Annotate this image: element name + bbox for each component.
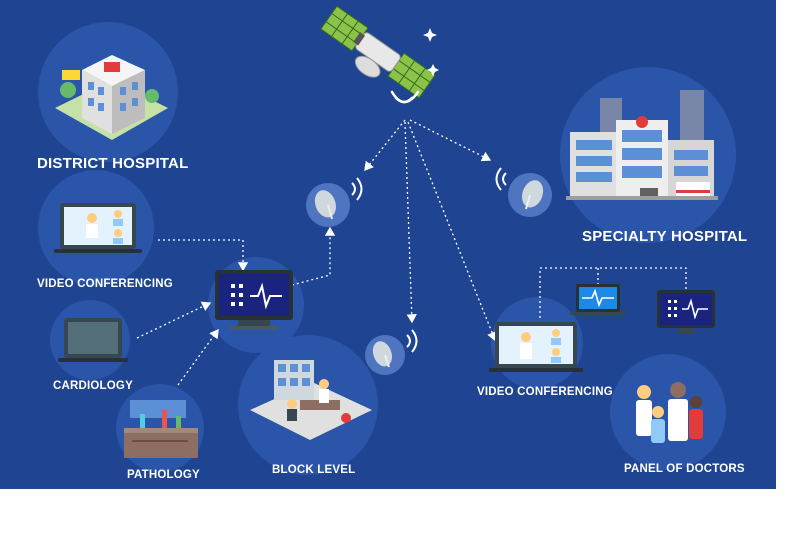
laptop-icon [489,322,583,372]
label-cardiology: CARDIOLOGY [53,380,133,392]
diagram-canvas [38,5,736,475]
hospital-building-icon [566,90,718,200]
satellite-dish-icon [365,329,418,375]
laptop-icon [570,284,626,315]
label-video-conferencing-left: VIDEO CONFERENCING [37,278,173,290]
label-video-conferencing-right: VIDEO CONFERENCING [477,386,613,398]
label-district-hospital: DISTRICT HOSPITAL [37,155,189,172]
monitor-icon [215,270,293,330]
telemedicine-diagram: DISTRICT HOSPITAL SPECIALTY HOSPITAL VID… [0,0,776,489]
laptop-icon [58,318,128,362]
monitor-icon [657,290,715,334]
laptop-icon [54,203,142,253]
doctor-icon [636,382,703,443]
connector-lines [136,119,687,386]
label-pathology: PATHOLOGY [127,469,200,481]
sparkle-icons [423,28,439,76]
label-panel-of-doctors: PANEL OF DOCTORS [624,463,745,475]
satellite-dish-icon [306,177,363,227]
signal-waves-icon [390,90,420,104]
lab-icon [124,400,198,458]
label-specialty-hospital: SPECIALTY HOSPITAL [582,228,748,245]
satellite-dish-icon [495,167,552,217]
clinic-icon [250,360,372,440]
hospital-building-icon [55,55,168,140]
label-block-level: BLOCK LEVEL [272,464,356,476]
satellite-icon [320,5,436,99]
